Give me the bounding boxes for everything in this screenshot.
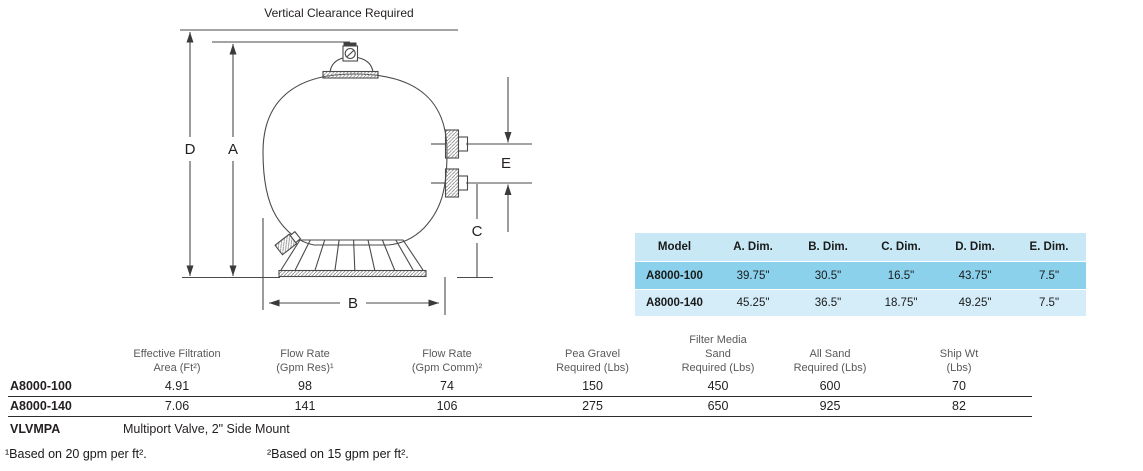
valve-row: VLVMPA Multiport Valve, 2" Side Mount [8, 417, 1032, 440]
spec-value: 70 [952, 379, 966, 393]
spec-value: 7.06 [164, 399, 190, 413]
footnote-1: ¹Based on 20 gpm per ft². [5, 447, 147, 461]
spec-header-all-sand: All Sand Required (Lbs) [793, 348, 867, 374]
spec-value: 450 [707, 379, 729, 393]
specifications-table: Effective Filtration Area (Ft²) Flow Rat… [8, 330, 1032, 440]
drain-plug-icon [274, 230, 302, 256]
dim-label-b: B [348, 295, 358, 312]
dim-header-e: E. Dim. [1029, 241, 1069, 253]
dim-header-c: C. Dim. [881, 241, 921, 253]
dim-value: 36.5" [814, 297, 842, 309]
dim-e-arrows [466, 77, 532, 232]
dim-value: 45.25" [736, 297, 770, 309]
valve-model: VLVMPA [10, 422, 61, 436]
spec-value: 98 [298, 379, 312, 393]
dimensions-table-row: A8000-140 45.25" 36.5" 18.75" 49.25" 7.5… [635, 290, 1086, 316]
dim-label-a: A [228, 141, 238, 158]
spec-value: 82 [952, 399, 966, 413]
dim-value: 18.75" [884, 297, 918, 309]
dim-row-model: A8000-140 [646, 297, 703, 309]
dim-row-model: A8000-100 [646, 269, 703, 282]
spec-header-flow-comm: Flow Rate (Gpm Comm)² [411, 348, 483, 374]
spec-header-filter-media-sand: Filter Media Sand Required (Lbs) [681, 334, 755, 374]
spec-table-header-row: Effective Filtration Area (Ft²) Flow Rat… [8, 330, 1032, 377]
dim-header-a: A. Dim. [733, 241, 773, 253]
dim-header-model: Model [657, 241, 692, 253]
dim-value: 7.5" [1038, 297, 1060, 309]
valve-description: Multiport Valve, 2" Side Mount [123, 422, 290, 436]
dimensions-table-row: A8000-100 39.75" 30.5" 16.5" 43.75" 7.5" [635, 262, 1086, 289]
dim-value: 30.5" [814, 269, 842, 282]
spec-row-model: A8000-100 [10, 379, 72, 393]
spec-header-flow-res: Flow Rate (Gpm Res)¹ [276, 348, 334, 374]
dim-c-line [457, 184, 493, 279]
spec-value: 141 [294, 399, 316, 413]
spec-header-filtration-area: Effective Filtration Area (Ft²) [133, 348, 221, 374]
spec-value: 650 [707, 399, 729, 413]
dim-value: 49.25" [958, 297, 992, 309]
spec-header-ship-wt: Ship Wt (Lbs) [939, 348, 979, 374]
spec-header-empty [8, 330, 115, 377]
spec-header-pea-gravel: Pea Gravel Required (Lbs) [556, 348, 629, 374]
dimensions-table-header-row: Model A. Dim. B. Dim. C. Dim. D. Dim. E.… [635, 233, 1086, 261]
filter-dimension-diagram: Vertical Clearance Required D A E C B [180, 6, 532, 315]
dim-value: 7.5" [1038, 269, 1060, 282]
pressure-gauge-icon [342, 42, 359, 62]
spec-row-model: A8000-140 [10, 399, 72, 413]
dim-label-d: D [185, 141, 196, 158]
dim-header-d: D. Dim. [955, 241, 995, 253]
dim-b-arrow [262, 218, 446, 315]
spec-table-row: A8000-100 4.91 98 74 150 450 600 70 [8, 377, 1032, 397]
dim-label-e: E [501, 155, 511, 172]
dim-header-b: B. Dim. [808, 241, 848, 253]
dim-value: 16.5" [887, 269, 915, 282]
spec-value: 106 [436, 399, 458, 413]
footnote-2: ²Based on 15 gpm per ft². [267, 447, 409, 461]
spec-value: 600 [819, 379, 841, 393]
spec-value: 925 [819, 399, 841, 413]
clamp-ring [322, 70, 379, 79]
spec-value: 275 [582, 399, 603, 413]
dim-value: 43.75" [958, 269, 992, 282]
lower-port [431, 168, 469, 198]
base-skirt [278, 239, 427, 278]
dim-value: 39.75" [736, 269, 770, 282]
tank-body [262, 73, 448, 246]
spec-value: 4.91 [164, 379, 190, 393]
spec-value: 74 [440, 379, 454, 393]
spec-table-row: A8000-140 7.06 141 106 275 650 925 82 [8, 397, 1032, 417]
upper-port [431, 129, 469, 159]
dimensions-table: Model A. Dim. B. Dim. C. Dim. D. Dim. E.… [635, 233, 1086, 316]
dim-label-c: C [472, 223, 483, 240]
spec-value: 150 [582, 379, 603, 393]
diagram-title: Vertical Clearance Required [264, 6, 413, 20]
